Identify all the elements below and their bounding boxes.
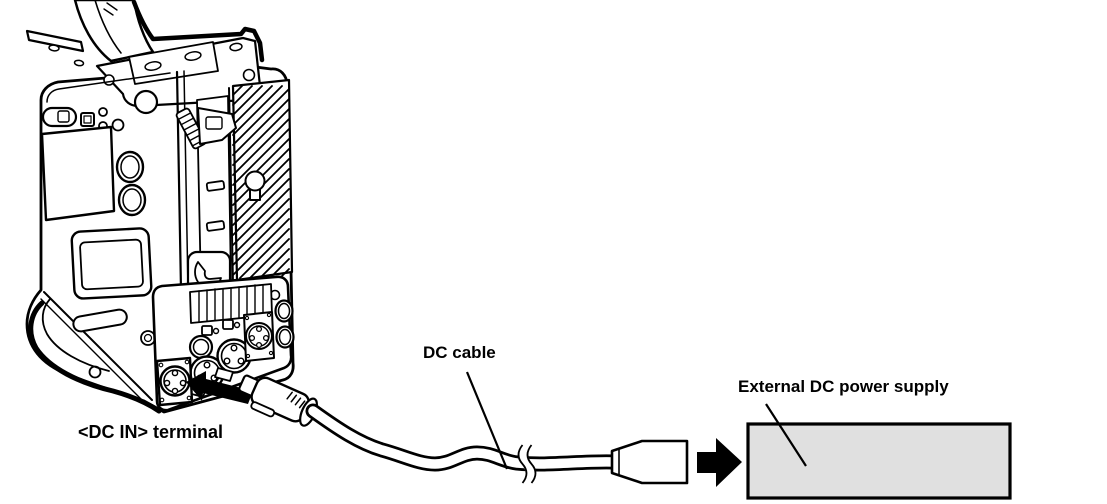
- round-connectors: [274, 299, 295, 349]
- lcd-display: [40, 125, 116, 222]
- battery-latch: [175, 107, 237, 150]
- cable-break-mark: [517, 441, 537, 487]
- dc-cable-connector: [610, 439, 689, 485]
- battery-plate-hatching: [232, 85, 290, 279]
- camera-controls: [40, 89, 159, 379]
- dc-cable-label: DC cable: [423, 343, 496, 362]
- camera-handle: [25, 0, 265, 67]
- camera-back-panel: [40, 70, 189, 405]
- dc-in-terminal: [155, 356, 194, 407]
- dc-in-terminal-label: <DC IN> terminal: [78, 422, 224, 442]
- external-dc-power-supply-box: [746, 422, 1012, 500]
- xlr-connector-3: [243, 311, 275, 362]
- dc-cable-line: [305, 403, 622, 472]
- dc-cable-leader-line: [465, 371, 509, 470]
- connector-panel: [151, 275, 295, 412]
- battery-mount: [175, 78, 294, 298]
- connect-arrow-icon: [697, 438, 742, 487]
- xlr-connector-2: [214, 338, 252, 382]
- dc-in-arrow-icon: [186, 371, 253, 404]
- shoulder-pad: [28, 298, 162, 414]
- external-dc-power-supply-label: External DC power supply: [738, 377, 949, 396]
- power-supply-leader-line: [765, 403, 807, 467]
- battery-keyhole: [244, 170, 266, 201]
- camera-illustration: [25, 0, 295, 414]
